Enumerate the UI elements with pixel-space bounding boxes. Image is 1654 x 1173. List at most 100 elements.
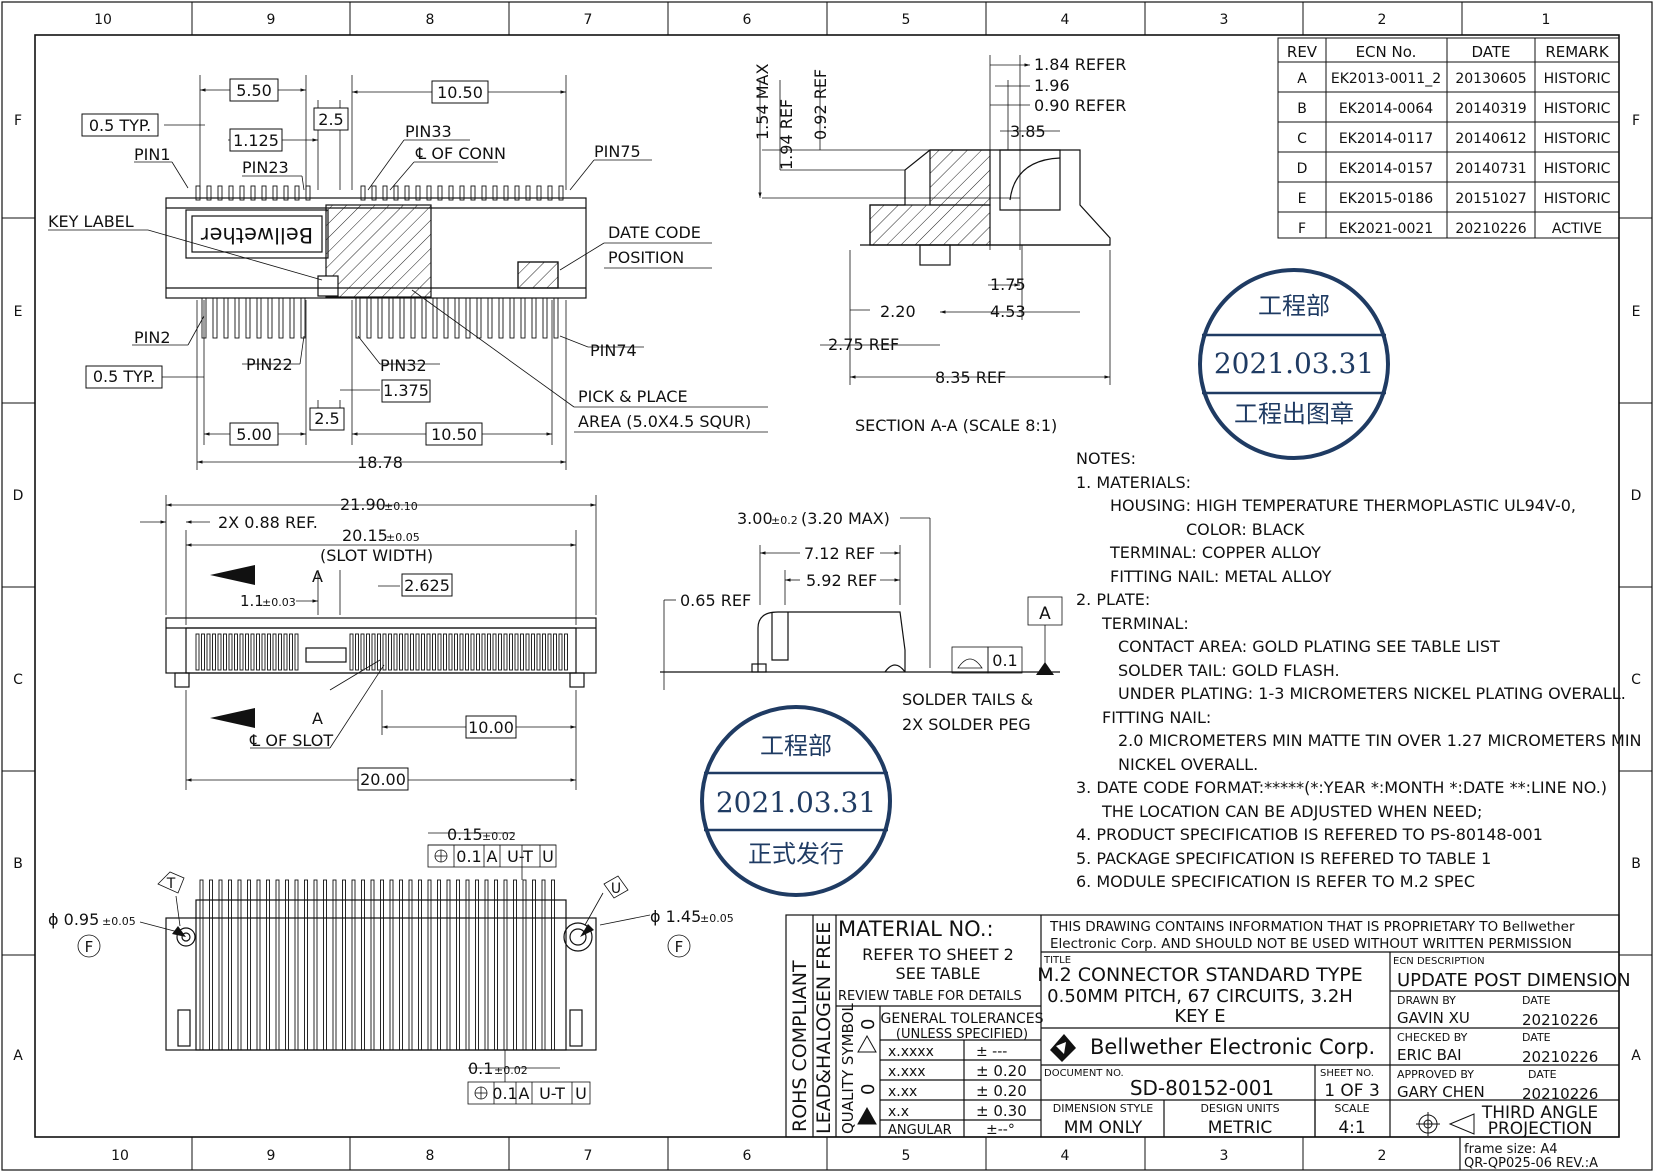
connector-pin (234, 633, 238, 671)
stamp-label: 工程出图章 (1234, 400, 1354, 428)
connector-pin (206, 185, 212, 201)
rev-cell: HISTORIC (1544, 101, 1611, 117)
note-line: 6. MODULE SPECIFICATION IS REFER TO M.2 … (1076, 872, 1475, 891)
connector-pin (503, 633, 508, 671)
top-view-outline (165, 197, 587, 299)
tb-tol-value: ± --- (976, 1044, 1007, 1060)
connector-pin (553, 297, 559, 339)
connector-pin (465, 297, 471, 339)
rev-cell: HISTORIC (1544, 131, 1611, 147)
col-label: 7 (584, 1148, 593, 1164)
rev-header: ECN No. (1356, 43, 1417, 61)
bv-fcf-a: A (487, 847, 498, 866)
row-label: E (1632, 304, 1641, 320)
tb-date-caption: DATE (1522, 994, 1551, 1007)
bv-phi-1-45: ϕ 1.45 (650, 907, 701, 926)
connector-pin (217, 633, 222, 671)
connector-pin (542, 633, 546, 671)
note-line: THE LOCATION CAN BE ADJUSTED WHEN NEED; (1101, 802, 1482, 821)
sec-1-75: 1.75 (990, 275, 1026, 294)
stamp-date: 2021.03.31 (716, 786, 876, 819)
bv-f1: F (85, 938, 94, 956)
bv-tol-002: ±0.02 (482, 830, 516, 843)
rev-cell: HISTORIC (1544, 191, 1611, 207)
connector-pin (250, 185, 256, 201)
release-stamp: 工程部 2021.03.31 正式发行 (700, 705, 892, 897)
fv-2-625: 2.625 (404, 576, 450, 595)
connector-pin (278, 297, 284, 339)
label-pin32: PIN32 (380, 356, 427, 375)
connector-pin (443, 633, 447, 671)
connector-pin (380, 879, 384, 1051)
connector-pin (509, 633, 513, 671)
bv-fcf2-ut: U-T (539, 1084, 565, 1103)
col-label: 2 (1378, 12, 1387, 28)
connector-pin (399, 879, 403, 1051)
tb-title-2: 0.50MM PITCH, 67 CIRCUITS, 3.2H (1047, 986, 1353, 1007)
sv-solder-tails: SOLDER TAILS & (902, 690, 1033, 709)
connector-pin (448, 633, 453, 671)
dim-2-5: 2.5 (318, 110, 343, 129)
tb-date-2: 20210226 (1522, 1048, 1598, 1066)
tb-title-caption: TITLE (1043, 955, 1071, 966)
dim-1-375: 1.375 (383, 381, 429, 400)
bottom-view: 0.15 ±0.02 0.1 A U-T U T U ϕ 0.95 ±0.05 … (48, 825, 734, 1105)
sv-5-92: 5.92 REF (806, 571, 877, 590)
connector-pin (371, 185, 377, 201)
connector-pin (399, 633, 403, 671)
connector-pin (432, 297, 438, 339)
fv-1-1: 1.1 (240, 592, 264, 610)
bv-fcf2-tol: 0.1 (492, 1084, 517, 1103)
connector-pin (267, 297, 273, 339)
connector-pin (454, 297, 460, 339)
rev-header: REV (1287, 43, 1318, 61)
connector-pin (498, 633, 502, 671)
connector-pin (245, 297, 251, 339)
connector-pin (421, 297, 427, 339)
rev-cell: EK2015-0186 (1339, 191, 1433, 207)
connector-pin (355, 633, 359, 671)
connector-pin (323, 879, 327, 1051)
connector-pin (228, 633, 233, 671)
third-angle-projection-icon (1416, 1112, 1475, 1136)
tb-proprietary-1: THIS DRAWING CONTAINS INFORMATION THAT I… (1049, 919, 1575, 935)
connector-pin (272, 633, 277, 671)
connector-pin (492, 185, 498, 201)
connector-pin (370, 879, 375, 1051)
tb-material: MATERIAL NO.: (838, 917, 994, 941)
label-pin74: PIN74 (590, 341, 637, 360)
connector-pin (456, 879, 460, 1051)
connector-pin (427, 879, 432, 1051)
row-label: F (1632, 113, 1640, 129)
frame-labels: 10 9 8 7 6 5 4 3 2 1 10 9 8 7 6 5 4 3 2 … (13, 12, 1642, 1164)
tb-date-caption: DATE (1522, 1031, 1551, 1044)
dim-10-50-b: 10.50 (431, 425, 477, 444)
label-pin23: PIN23 (242, 158, 289, 177)
tb-dim-style: MM ONLY (1064, 1118, 1143, 1138)
connector-pin (547, 633, 552, 671)
connector-pin (266, 879, 270, 1051)
connector-pin (564, 633, 568, 671)
connector-pin (212, 633, 216, 671)
connector-pin (332, 879, 337, 1051)
connector-pin (223, 633, 227, 671)
connector-pin (470, 633, 475, 671)
connector-pin (514, 633, 519, 671)
bv-phi-0-95: ϕ 0.95 (48, 910, 99, 929)
top-pins-lower (201, 297, 559, 339)
connector-pin (415, 633, 420, 671)
label-date-code: DATE CODE (608, 223, 701, 242)
connector-pin (382, 185, 388, 201)
note-line: UNDER PLATING: 1-3 MICROMETERS NICKEL PL… (1118, 684, 1626, 703)
connector-pin (305, 185, 311, 201)
connector-pin (261, 633, 266, 671)
connector-pin (503, 185, 509, 201)
note-line: CONTACT AREA: GOLD PLATING SEE TABLE LIS… (1118, 637, 1500, 656)
connector-pin (536, 185, 542, 201)
tb-halogen: LEAD&HALOGEN FREE (813, 922, 835, 1134)
fv-tol-010: ±0.10 (384, 500, 418, 513)
fv-10-00: 10.00 (468, 718, 514, 737)
sec-2-20: 2.20 (880, 302, 916, 321)
rev-cell: E (1298, 191, 1307, 207)
tb-tol-label: x.x (888, 1104, 909, 1120)
